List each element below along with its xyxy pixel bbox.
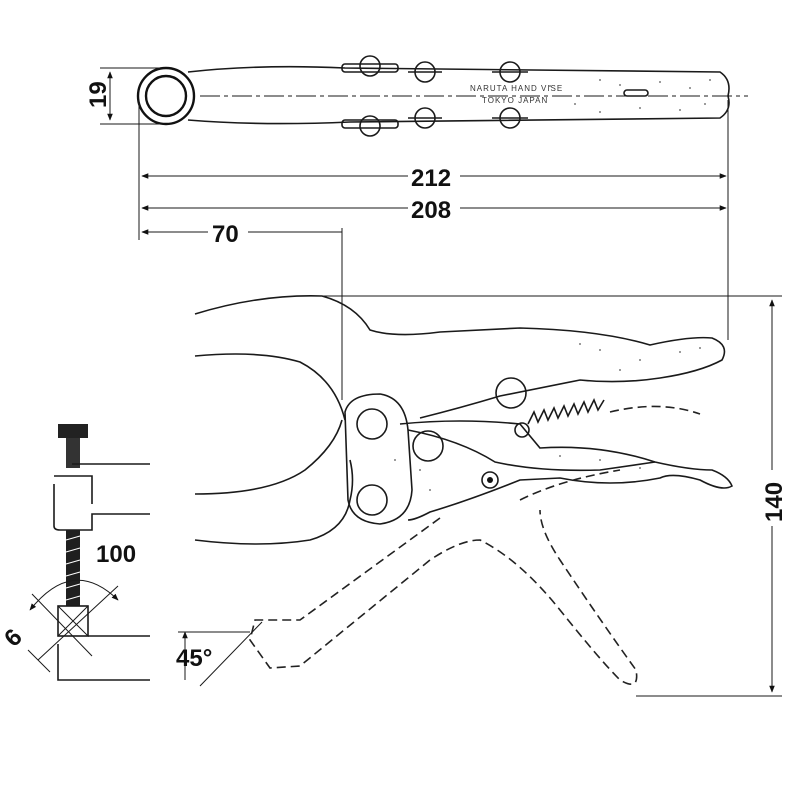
top-view-rivets [341,55,528,137]
dim-opening-100: 100 [96,541,136,568]
top-view-marking-line1: NARUTA HAND VISE [470,84,563,93]
dim-length-208: 208 [411,197,451,224]
upper-hole [495,377,527,409]
dim-screw-6: 6 [0,624,28,653]
screw-thread [66,530,80,606]
pivot-hole-top [356,408,388,440]
top-view-texture [549,79,711,113]
top-view-ring-inner [144,74,188,118]
dim-length-212: 212 [411,165,451,192]
dim-angle-45: 45° [176,645,212,672]
pivot-hole-mid [412,430,444,462]
spring [527,398,605,425]
length-dimensions: 212 208 70 [138,100,729,400]
lower-handle-outline [399,420,733,521]
dim-width-19: 19 [85,81,112,108]
dim-jaw-70: 70 [212,221,239,248]
lower-jaw-inner [194,419,343,495]
pivot-plate [344,393,413,525]
top-view: NARUTA HAND VISE TOKYO JAPAN 19 [85,55,748,137]
screw-detail-view: 100 6 [0,424,150,681]
lower-handle-inner [407,429,656,472]
upper-jaw-inner [194,353,346,421]
spring-pin [514,422,530,438]
top-view-marking-line2: TOKYO JAPAN [482,96,548,105]
side-view: 140 45° [176,295,788,697]
side-view-texture [394,343,701,491]
screw-head [481,471,499,489]
open-handle-dashed [249,509,638,686]
dim-height-140: 140 [761,482,788,522]
upper-jaw-outline [194,295,726,419]
screw-knob [58,424,88,438]
top-view-slot [623,89,649,97]
pivot-hole-bottom [356,484,388,516]
top-view-ring-outer [136,66,196,126]
lower-jaw-outline [194,459,354,545]
